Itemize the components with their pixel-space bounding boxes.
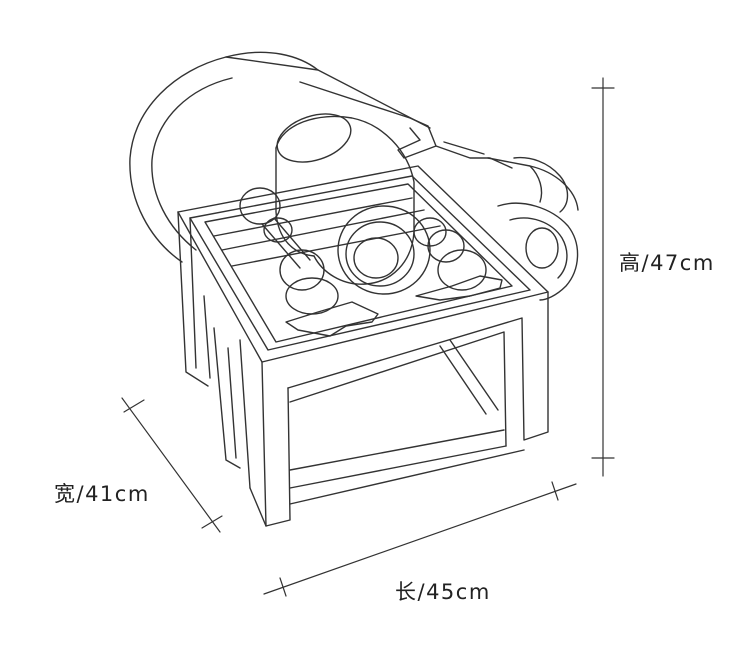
belt-guard: [299, 81, 513, 169]
roller-assembly: [239, 113, 503, 337]
motor: [487, 156, 579, 301]
length-dimension-line: [263, 481, 577, 597]
height-label: 高/47cm: [619, 251, 715, 275]
width-label: 宽/41cm: [54, 482, 150, 506]
height-dimension-line: [591, 77, 615, 477]
length-label: 长/45cm: [395, 580, 491, 604]
width-dimension-line: [121, 397, 223, 533]
top-frame: [177, 165, 549, 363]
stand: [177, 211, 549, 527]
rear-drum: [129, 51, 431, 263]
